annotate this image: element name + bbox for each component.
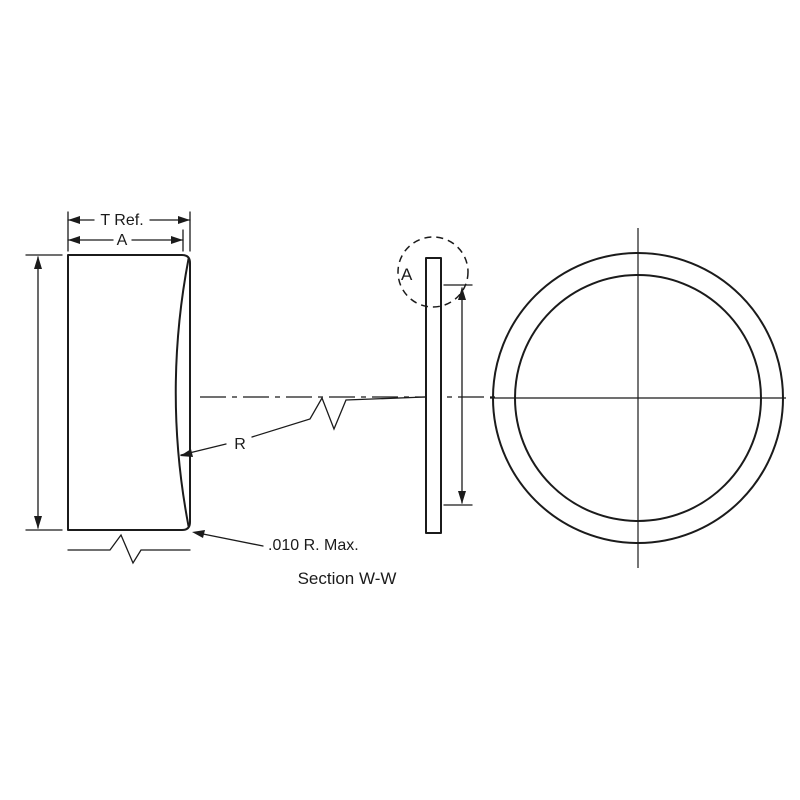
height-arrow-down-icon <box>34 516 42 529</box>
t-ref-label: T Ref. <box>100 212 143 229</box>
dia-arrow-up-icon <box>458 287 466 300</box>
t-ref-arrow-right-icon <box>178 216 190 224</box>
edge-view-body <box>425 257 442 534</box>
lens-radius-curve <box>174 258 190 527</box>
height-arrow-up-icon <box>34 256 42 269</box>
bottom-break-line <box>67 533 191 565</box>
a-arrow-left-icon <box>68 236 80 244</box>
radius-leader-break-segment <box>251 396 426 438</box>
dia-arrow-down-icon <box>458 491 466 504</box>
radius-label: R <box>234 436 246 453</box>
a-dim-label: A <box>117 232 128 249</box>
section-body-outline <box>67 254 191 531</box>
section-title: Section W-W <box>298 569 397 588</box>
fillet-arrow-icon <box>192 530 205 538</box>
fillet-note-label: .010 R. Max. <box>268 537 359 554</box>
radius-arrow-icon <box>180 449 193 457</box>
fillet-leader-line <box>202 533 264 547</box>
detail-a-label: A <box>401 265 413 284</box>
t-ref-arrow-left-icon <box>68 216 80 224</box>
a-arrow-right-icon <box>171 236 183 244</box>
detail-a-circle <box>397 236 469 308</box>
